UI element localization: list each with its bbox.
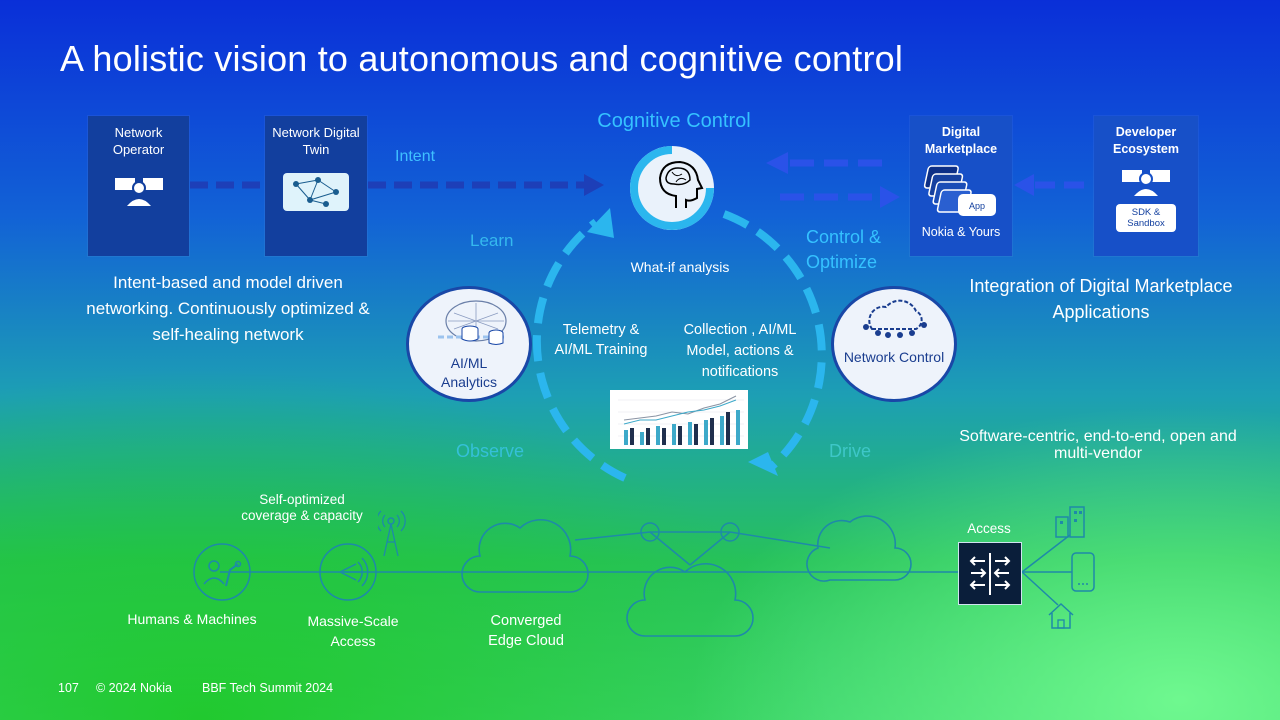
learn-observe-arc [532,218,627,482]
software-centric-text: Software-centric, end-to-end, open and m… [959,428,1237,462]
intent-description: Intent-based and model driven networking… [86,273,370,344]
antenna-tower-icon [376,510,406,557]
radio-waves-icon [319,543,377,601]
network-control-node: Network Control [831,286,957,402]
phone-icon [1071,552,1095,592]
copyright: © 2024 Nokia [96,681,172,695]
developer-person-icon [1122,170,1170,196]
access-switch [958,542,1022,605]
bar-line-chart-icon [618,395,744,445]
building-icon [1055,506,1085,538]
observe-label: Observe [456,441,525,461]
cloud-chain-icon [863,299,927,338]
switch-arrows-icon [969,553,1011,595]
developer-ecosystem-card: Developer Ecosystem SDK & Sandbox [1094,116,1198,256]
massive-access-node [318,542,378,602]
humans-machines-label: Humans & Machines [127,611,257,627]
access-label: Access [967,521,1011,536]
stacked-apps-icon: App [923,165,996,216]
what-if-analysis-label: What-if analysis [630,259,730,275]
network-operator-label: Network Operator [112,125,165,157]
telemetry-training-label: Telemetry & AI/ML Training [554,322,648,358]
marketplace-sub-label: Nokia & Yours [921,225,1001,239]
digital-marketplace-card: Digital Marketplace App Nokia & Yours [910,116,1012,256]
massive-access-label: Massive-Scale Access [307,613,399,649]
digital-twin-label: Network Digital Twin [272,125,360,157]
intent-arrowhead [584,174,604,196]
person-at-monitors-icon [114,178,163,206]
cloud-icon [806,515,912,582]
head-brain-icon [630,146,714,230]
neural-net-database-icon [438,300,507,345]
analytics-chart-thumbnail [610,390,748,449]
slide-title: A holistic vision to autonomous and cogn… [60,38,904,79]
core-cloud-icon [626,562,754,637]
sdk-sandbox-badge: SDK & Sandbox [1116,204,1176,232]
edge-cloud-label: Converged Edge Cloud [488,613,564,649]
drive-label: Drive [829,441,872,461]
learn-label: Learn [470,231,514,250]
marketplace-label: Digital Marketplace [924,125,998,156]
cognitive-brain-badge [624,142,722,232]
aiml-analytics-label: AI/ML Analytics [440,355,498,390]
building-node [1052,505,1088,539]
network-graph-icon [283,173,349,211]
edge-cloud-icon [461,518,589,593]
self-optimized-label: Self-optimized coverage & capacity [241,492,363,523]
developer-label: Developer Ecosystem [1112,125,1179,156]
integration-text: Integration of Digital Marketplace Appli… [969,276,1233,322]
phone-node [1070,552,1096,592]
antenna-tower-node [376,508,406,558]
drive-arrowhead [748,452,778,476]
house-node [1046,602,1076,630]
control-drive-arc [722,210,826,472]
aiml-analytics-node: AI/ML Analytics [406,286,532,402]
robot-arm-person-icon [193,543,251,601]
page-number: 107 [58,681,79,695]
network-operator-card: Network Operator [88,116,189,256]
event-name: BBF Tech Summit 2024 [202,681,334,695]
cognitive-control-title: Cognitive Control [597,110,751,132]
learn-arrowhead [587,208,614,238]
app-tile-label: App [969,201,985,211]
house-icon [1048,602,1074,629]
control-optimize-label: Control & Optimize [806,227,882,272]
humans-machines-node [192,542,252,602]
network-control-label: Network Control [843,349,945,365]
intent-label: Intent [395,148,436,165]
collection-actions-label: Collection , AI/ML Model, actions & noti… [683,322,797,380]
digital-twin-card: Network Digital Twin [265,116,367,256]
